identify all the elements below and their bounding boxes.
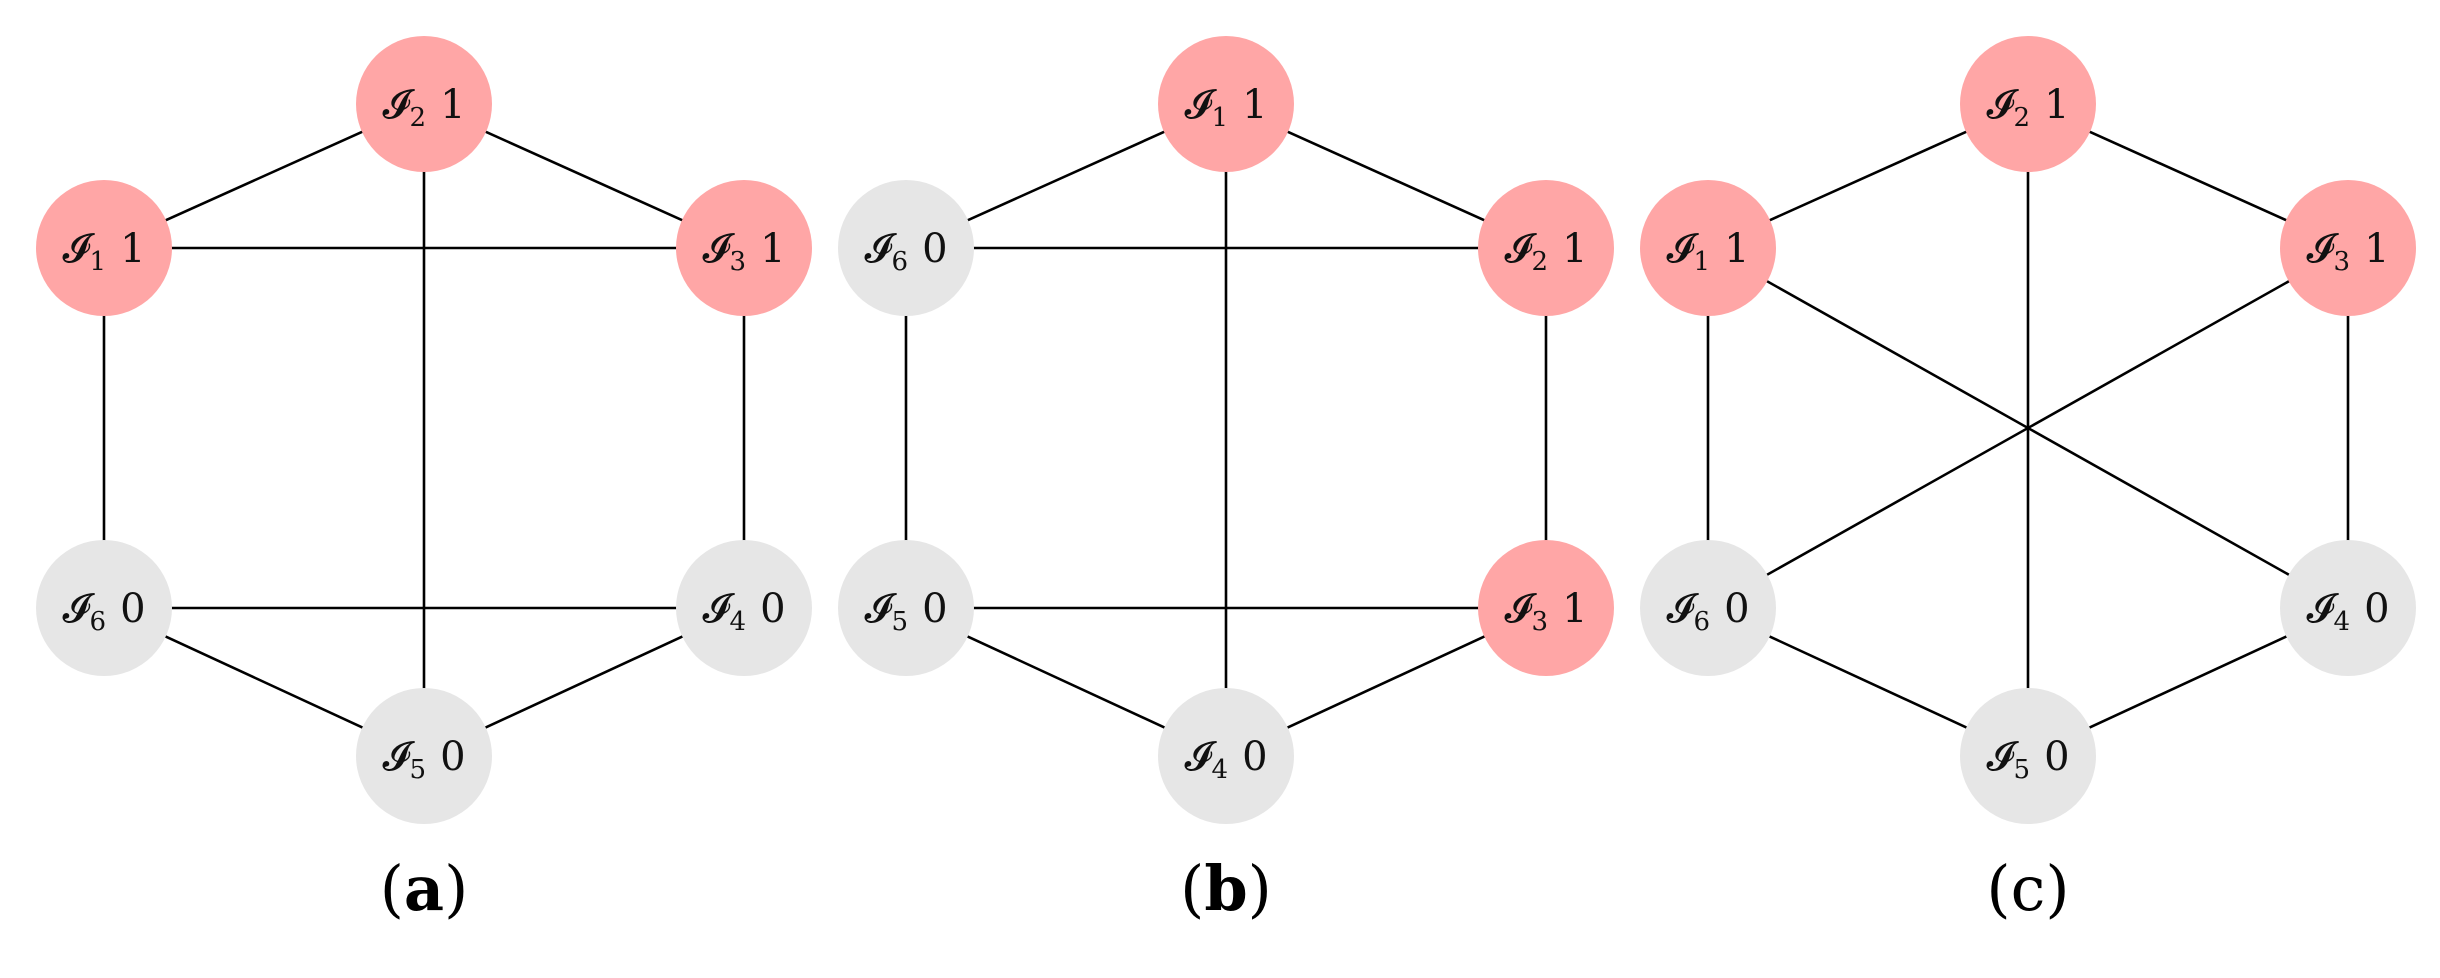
node-value: 1 [440,82,465,128]
node-subscript: 6 [892,247,909,277]
node-circle-inactive [838,540,974,676]
panel-label-close: ) [1248,852,1272,925]
node-subscript: 3 [2334,247,2351,277]
node-subscript: 6 [90,607,107,637]
panel-label-letter: b [1204,852,1247,925]
node-subscript: 4 [1212,755,1229,785]
node-circle-inactive [2280,540,2416,676]
node-circle-active [1158,36,1294,172]
panel-label-open: ( [1986,852,2010,925]
node-subscript: 2 [2014,103,2031,133]
node-value: 1 [1562,226,1587,272]
panel-label-letter: a [404,852,444,925]
panel-label-open: ( [380,852,404,925]
node-subscript: 4 [2334,607,2351,637]
node-value: 0 [922,586,947,632]
node-subscript: 3 [730,247,747,277]
node-circle-active [356,36,492,172]
node-circle-inactive [1640,540,1776,676]
node-value: 0 [2364,586,2389,632]
node-circle-inactive [36,540,172,676]
node-subscript: 2 [1532,247,1549,277]
node-circle-active [1478,540,1614,676]
node-circle-inactive [356,688,492,824]
node-value: 0 [2044,734,2069,780]
node-value: 0 [120,586,145,632]
node-circle-inactive [1960,688,2096,824]
node-subscript: 6 [1694,607,1711,637]
panel-label-open: ( [1180,852,1204,925]
node-value: 1 [760,226,785,272]
node-value: 1 [1242,82,1267,128]
node-value: 0 [922,226,947,272]
node-value: 1 [2044,82,2069,128]
node-circle-inactive [838,180,974,316]
node-circle-active [676,180,812,316]
panel-label: (b) [1180,852,1272,925]
node-subscript: 1 [1694,247,1711,277]
node-circle-active [1640,180,1776,316]
node-circle-active [36,180,172,316]
node-value: 1 [1562,586,1587,632]
panel-label-close: ) [2045,852,2069,925]
node-subscript: 3 [1532,607,1549,637]
node-value: 1 [2364,226,2389,272]
node-value: 0 [1242,734,1267,780]
node-circle-inactive [1158,688,1294,824]
node-subscript: 4 [730,607,747,637]
node-value: 0 [1724,586,1749,632]
node-value: 1 [1724,226,1749,272]
node-value: 0 [760,586,785,632]
node-circle-active [1478,180,1614,316]
node-subscript: 5 [410,755,427,785]
node-subscript: 1 [90,247,107,277]
node-value: 1 [120,226,145,272]
panel-label-close: ) [444,852,468,925]
node-subscript: 1 [1212,103,1229,133]
node-circle-active [2280,180,2416,316]
panel-label: (c) [1986,852,2069,925]
panel-label: (a) [380,852,469,925]
edge-2-8 [1707,246,2349,610]
node-subscript: 5 [2014,755,2031,785]
node-circle-active [1960,36,2096,172]
node-subscript: 5 [892,607,909,637]
node-subscript: 2 [410,103,427,133]
node-circle-inactive [676,540,812,676]
panel-label-letter: c [2011,852,2046,925]
node-value: 0 [440,734,465,780]
